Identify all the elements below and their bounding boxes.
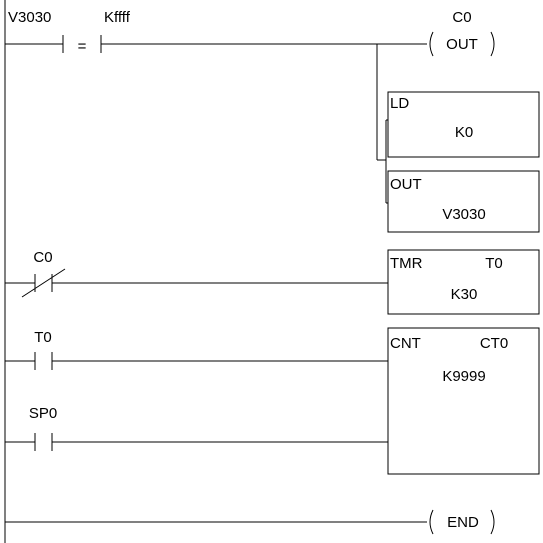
- timer-instruction: TMR: [390, 255, 423, 272]
- counter-box-frame: [387, 327, 540, 475]
- counter-preset: K9999: [442, 368, 485, 385]
- coil-left-paren: [429, 31, 434, 57]
- contact-sp0-no[interactable]: SP0: [29, 405, 57, 451]
- compare-right-operand: Kffff: [104, 9, 131, 26]
- contact-t0-address: T0: [34, 329, 52, 346]
- contact-c0-nc[interactable]: C0: [21, 249, 66, 298]
- contact-t0-no[interactable]: T0: [34, 329, 53, 370]
- end-coil-right-paren: [490, 509, 495, 535]
- timer-box-frame: [387, 249, 540, 315]
- out-box-frame: [387, 170, 540, 233]
- end-instruction: END: [447, 514, 479, 531]
- coil-address: C0: [452, 9, 471, 26]
- end-coil[interactable]: END: [429, 509, 495, 535]
- contact-c0-address: C0: [33, 249, 52, 266]
- ld-instruction: LD: [390, 95, 409, 112]
- counter-box[interactable]: CNT CT0 K9999: [387, 327, 540, 475]
- counter-address: CT0: [480, 335, 508, 352]
- contact-sp0-address: SP0: [29, 405, 57, 422]
- coil-instruction: OUT: [446, 36, 478, 53]
- out-instruction: OUT: [390, 176, 422, 193]
- timer-box[interactable]: TMR T0 K30: [387, 249, 540, 315]
- out-instruction-box[interactable]: OUT V3030: [387, 170, 540, 233]
- compare-left-operand: V3030: [8, 9, 51, 26]
- coil-right-paren: [490, 31, 495, 57]
- output-coil-c0[interactable]: C0 OUT: [429, 9, 495, 57]
- rung-3: T0 SP0 CNT CT0 K9999: [5, 327, 540, 475]
- rung-1: = V3030 Kffff C0 OUT LD K0 OUT V3030: [5, 9, 540, 233]
- rung-2: C0 TMR T0 K30: [5, 249, 540, 315]
- ld-instruction-box[interactable]: LD K0: [387, 91, 540, 158]
- counter-instruction: CNT: [390, 335, 421, 352]
- out-value: V3030: [442, 206, 485, 223]
- timer-address: T0: [485, 255, 503, 272]
- end-coil-left-paren: [429, 509, 434, 535]
- compare-operator: =: [78, 38, 87, 55]
- compare-contact[interactable]: = V3030 Kffff: [8, 9, 131, 55]
- nc-contact-slash: [21, 268, 66, 298]
- ld-value: K0: [455, 124, 473, 141]
- rung-4: END: [5, 509, 495, 535]
- ld-box-frame: [387, 91, 540, 158]
- timer-preset: K30: [451, 286, 478, 303]
